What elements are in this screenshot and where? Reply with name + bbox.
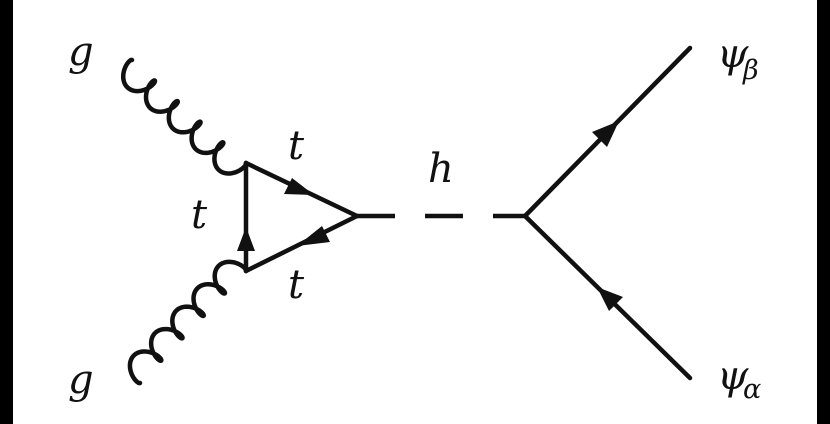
right-border bbox=[817, 0, 830, 424]
label-gluon-bottom: g bbox=[68, 357, 94, 403]
label-psi-out-subscript: β bbox=[742, 55, 759, 86]
label-top-upper: t bbox=[288, 123, 305, 169]
label-psi-in: ψ bbox=[717, 353, 749, 399]
label-psi-in-subscript: α bbox=[743, 374, 761, 405]
gluon-line-top bbox=[120, 57, 249, 176]
fermion-in-arrow bbox=[597, 287, 623, 311]
label-top-left: t bbox=[191, 192, 208, 238]
top-quark-lower-arrow bbox=[297, 226, 330, 246]
label-psi-out: ψ bbox=[717, 31, 749, 77]
left-border bbox=[0, 0, 13, 424]
top-quark-upper-arrow bbox=[284, 178, 314, 195]
gluon-line-bottom bbox=[127, 259, 249, 386]
fermion-out-arrow bbox=[592, 121, 619, 147]
label-gluon-top: g bbox=[68, 29, 94, 75]
label-higgs: h bbox=[428, 146, 454, 192]
top-quark-left-arrow bbox=[237, 227, 255, 251]
label-top-lower: t bbox=[288, 262, 305, 308]
